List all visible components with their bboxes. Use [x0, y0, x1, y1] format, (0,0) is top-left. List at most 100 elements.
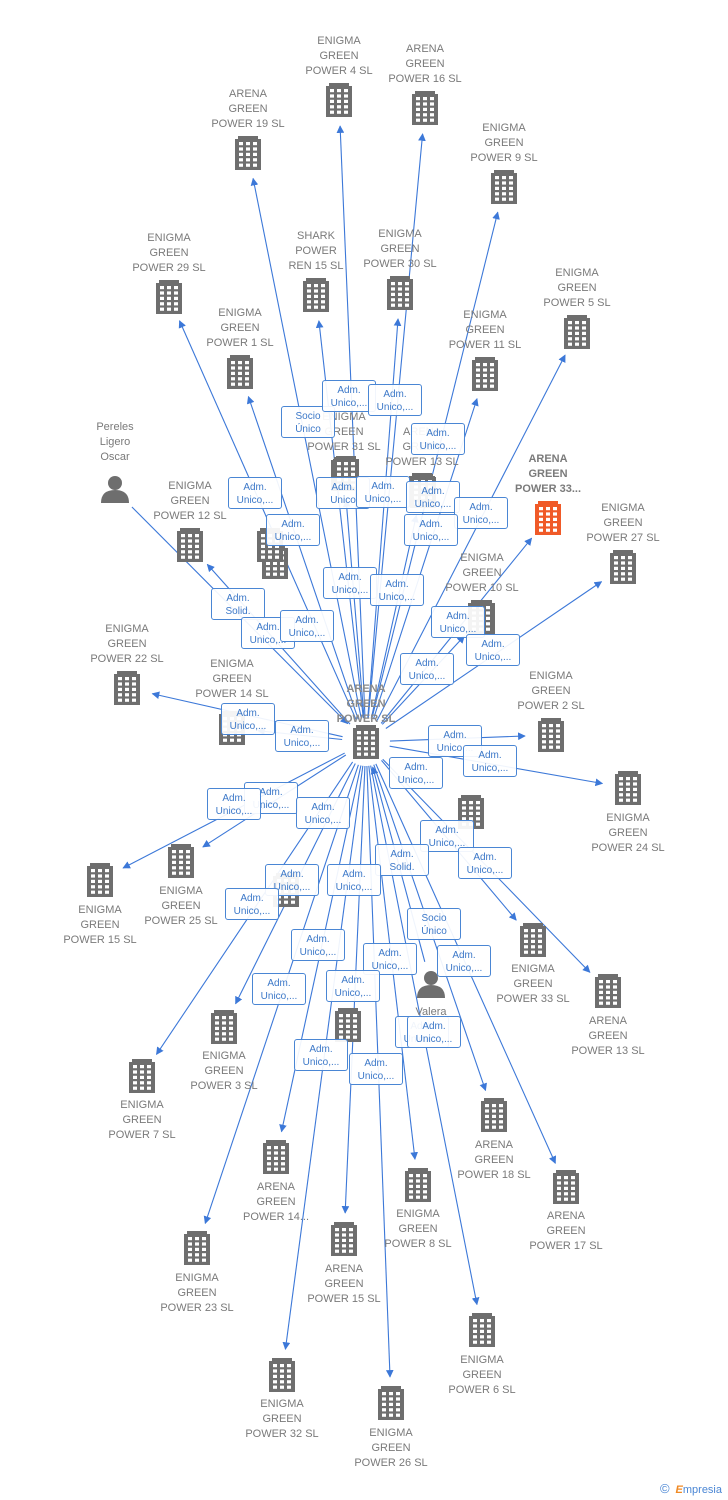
- ep2-building-icon[interactable]: [538, 718, 564, 752]
- ap14-building-icon[interactable]: [263, 1140, 289, 1174]
- relation-label[interactable]: Adm.Unico,...: [404, 514, 458, 546]
- relation-label[interactable]: Adm.Unico,...: [228, 477, 282, 509]
- relation-label[interactable]: Adm.Unico,...: [294, 1039, 348, 1071]
- relation-label[interactable]: Adm.Unico,...: [420, 820, 474, 852]
- relation-label[interactable]: Adm.Unico,...: [454, 497, 508, 529]
- relation-label[interactable]: Adm.Unico,...: [349, 1053, 403, 1085]
- ap19-building-icon[interactable]: [235, 136, 261, 170]
- gh7-building-icon[interactable]: [335, 1008, 361, 1042]
- relation-label[interactable]: Adm.Unico,...: [411, 423, 465, 455]
- ap33-building-icon[interactable]: [535, 501, 561, 535]
- relation-label[interactable]: Adm.Unico,...: [207, 788, 261, 820]
- ep24-building-icon[interactable]: [615, 771, 641, 805]
- relation-label[interactable]: Adm.Unico,...: [221, 703, 275, 735]
- relation-label[interactable]: Adm.Unico,...: [280, 610, 334, 642]
- ep6-building-icon[interactable]: [469, 1313, 495, 1347]
- ep1-building-icon[interactable]: [227, 355, 253, 389]
- ap16-building-icon[interactable]: [412, 91, 438, 125]
- relation-label[interactable]: Adm.Unico,...: [389, 757, 443, 789]
- ep15-building-icon[interactable]: [87, 863, 113, 897]
- relation-label[interactable]: Adm.Unico,...: [326, 970, 380, 1002]
- relation-label[interactable]: Adm.Unico,...: [428, 725, 482, 757]
- relation-label[interactable]: Adm.Unico,...: [252, 973, 306, 1005]
- ep8-building-icon[interactable]: [405, 1168, 431, 1202]
- relation-label[interactable]: Adm.Unico,...: [407, 1016, 461, 1048]
- ep25-building-icon[interactable]: [168, 844, 194, 878]
- relation-label[interactable]: Adm.Unico,...: [244, 782, 298, 814]
- ep3-building-icon[interactable]: [211, 1010, 237, 1044]
- relation-label[interactable]: Adm.Unico,...: [291, 929, 345, 961]
- ep22-building-icon[interactable]: [114, 671, 140, 705]
- valera-person-icon[interactable]: [417, 971, 445, 998]
- ep23-building-icon[interactable]: [184, 1231, 210, 1265]
- brand-footer[interactable]: ©Empresia: [660, 1481, 722, 1496]
- relation-label[interactable]: Adm.Unico,...: [363, 943, 417, 975]
- relation-label[interactable]: Adm.Unico,...: [368, 384, 422, 416]
- relation-label[interactable]: Adm.Unico,...: [275, 720, 329, 752]
- relation-label[interactable]: Adm.Unico,...: [323, 567, 377, 599]
- relation-label[interactable]: Adm.Solid.: [375, 844, 429, 876]
- spr15-building-icon[interactable]: [303, 278, 329, 312]
- relation-label[interactable]: Adm.Unico,...: [266, 514, 320, 546]
- relation-label[interactable]: Adm.Unico,...: [458, 847, 512, 879]
- valera-label[interactable]: Valera: [415, 1006, 447, 1018]
- ap18-building-icon[interactable]: [481, 1098, 507, 1132]
- ep26-building-icon[interactable]: [378, 1386, 404, 1420]
- relation-label[interactable]: Adm.Unico,...: [437, 945, 491, 977]
- relation-label[interactable]: Adm.Unico,...: [400, 653, 454, 685]
- relation-label[interactable]: Adm.Unico,...: [406, 481, 460, 513]
- ap15-building-icon[interactable]: [331, 1222, 357, 1256]
- ep27-building-icon[interactable]: [610, 550, 636, 584]
- relation-label[interactable]: Adm.Unico,...: [370, 574, 424, 606]
- relation-label[interactable]: Adm.Unico,...: [322, 380, 376, 412]
- ep7-building-icon[interactable]: [129, 1059, 155, 1093]
- ep32-building-icon[interactable]: [269, 1358, 295, 1392]
- center-company-icon[interactable]: [353, 725, 379, 759]
- relation-label[interactable]: Adm.Unico,...: [431, 606, 485, 638]
- ep9-building-icon[interactable]: [491, 170, 517, 204]
- ep5-building-icon[interactable]: [564, 315, 590, 349]
- ep12-building-icon[interactable]: [177, 528, 203, 562]
- eg33-building-icon[interactable]: [520, 923, 546, 957]
- relation-label[interactable]: Adm.Unico,...: [356, 476, 410, 508]
- relation-label[interactable]: Adm.Unico,...: [463, 745, 517, 777]
- ep30-building-icon[interactable]: [387, 276, 413, 310]
- relation-label[interactable]: Adm.Solid.: [211, 588, 265, 620]
